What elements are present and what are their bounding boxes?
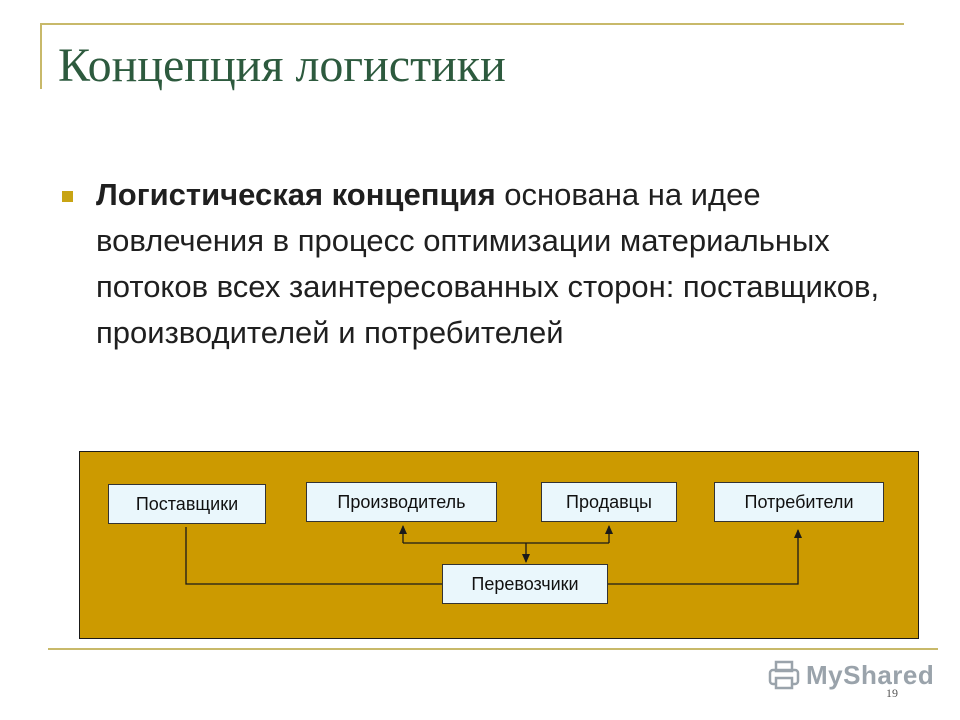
node-producer: Производитель: [306, 482, 497, 522]
diagram-connectors: [185, 525, 802, 585]
watermark: MyShared: [768, 658, 934, 692]
frame-top-line: [40, 23, 904, 25]
slide-title: Концепция логистики: [58, 39, 506, 92]
bullet-bold-term: Логистическая концепция: [96, 177, 496, 212]
node-suppliers: Поставщики: [108, 484, 266, 524]
node-consumers: Потребители: [714, 482, 884, 522]
watermark-text: MyShared: [806, 659, 935, 690]
bullet-marker: [62, 191, 73, 202]
node-carriers: Перевозчики: [442, 564, 608, 604]
flow-diagram: Поставщики Производитель Продавцы Потреб…: [79, 451, 919, 639]
bullet-text: Логистическая концепция основана на идее…: [96, 172, 886, 356]
frame-left-line: [40, 23, 42, 89]
printer-icon: [768, 660, 800, 690]
bottom-rule: [48, 648, 938, 650]
bullet-body: основана на идее вовлечения в процесс оп…: [96, 177, 880, 350]
page-number: 19: [886, 686, 898, 700]
node-sellers: Продавцы: [541, 482, 677, 522]
